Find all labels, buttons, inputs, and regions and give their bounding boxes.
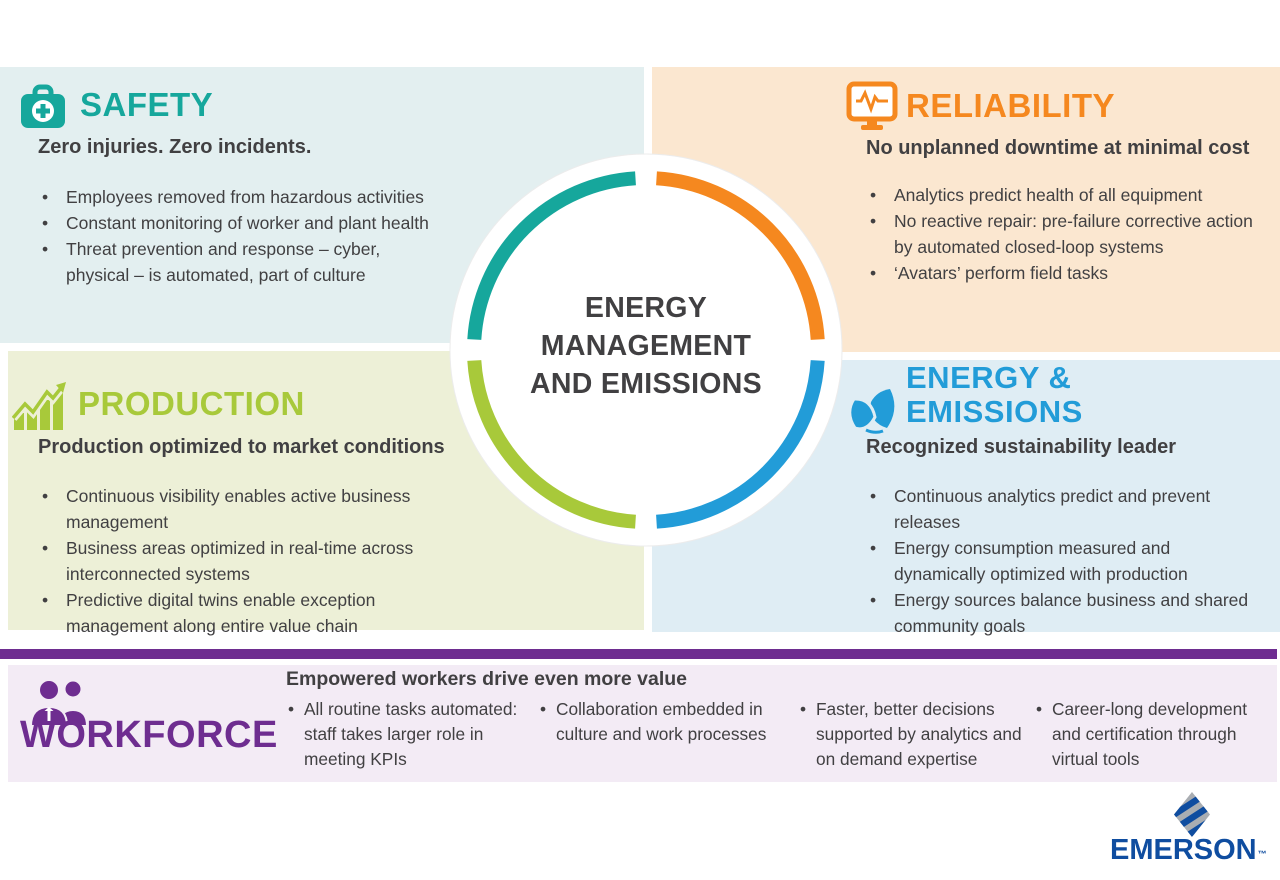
bullet-marker: •: [42, 538, 49, 558]
energy-emissions-bullet-list: • Continuous analytics predict and preven…: [870, 483, 1252, 639]
first-aid-kit-icon: [21, 84, 65, 128]
bullet-marker: •: [870, 185, 877, 205]
list-item: • Employees removed from hazardous activi…: [42, 184, 446, 210]
monitor-pulse-icon: [846, 81, 898, 130]
bullet-text: Employees removed from hazardous activit…: [66, 187, 424, 207]
bullet-marker: •: [42, 213, 49, 233]
workforce-bullet-3: • Faster, better decisions supported by a…: [800, 697, 1026, 772]
bullet-marker: •: [42, 187, 49, 207]
workforce-bullet-1: • All routine tasks automated: staff take…: [288, 697, 542, 772]
energy-title-line1: ENERGY &: [906, 360, 1072, 395]
center-circle-ring: [449, 153, 843, 547]
workforce-bullet-4: • Career-long development and certificati…: [1036, 697, 1257, 772]
bullet-text: ‘Avatars’ perform field tasks: [894, 263, 1108, 283]
people-icon: [29, 679, 89, 726]
bullet-text: Faster, better decisions supported by an…: [816, 699, 1022, 769]
center-circle: ENERGY MANAGEMENT AND EMISSIONS: [446, 150, 846, 550]
safety-bullet-list: • Employees removed from hazardous activi…: [42, 184, 446, 288]
list-item: • Continuous visibility enables active bu…: [42, 483, 472, 535]
ring-arc-production: [467, 360, 636, 529]
bullet-marker: •: [42, 486, 49, 506]
ring-arc-energy: [656, 360, 825, 529]
production-heading: Production optimized to market condition…: [38, 436, 445, 458]
bullet-marker: •: [870, 486, 877, 506]
emerson-text: EMERSON: [1110, 834, 1257, 866]
bullet-marker: •: [870, 263, 877, 283]
safety-title: SAFETY: [80, 86, 214, 123]
reliability-heading: No unplanned downtime at minimal cost: [866, 137, 1250, 159]
bullet-text: Energy consumption measured and dynamica…: [894, 538, 1188, 584]
trademark-symbol: ™: [1257, 849, 1267, 859]
list-item: • Business areas optimized in real-time a…: [42, 535, 472, 587]
workforce-bullet-2: • Collaboration embedded in culture and w…: [540, 697, 781, 747]
bullet-text: Continuous visibility enables active bus…: [66, 486, 411, 532]
center-title: ENERGY MANAGEMENT AND EMISSIONS: [446, 150, 846, 550]
list-item: • No reactive repair: pre-failure correct…: [870, 208, 1275, 260]
bullet-marker: •: [800, 699, 807, 719]
bullet-text: Threat prevention and response – cyber, …: [66, 239, 381, 285]
list-item: • Threat prevention and response – cyber,…: [42, 236, 446, 288]
energy-emissions-heading: Recognized sustainability leader: [866, 436, 1177, 458]
bullet-text: Constant monitoring of worker and plant …: [66, 213, 429, 233]
reliability-bullet-list: • Analytics predict health of all equipme…: [870, 182, 1275, 286]
workforce-title: WORKFORCE: [20, 714, 278, 756]
emerson-logo: EMERSON™: [1108, 790, 1280, 870]
ring-arc-reliability: [656, 171, 825, 340]
list-item: • Continuous analytics predict and preven…: [870, 483, 1252, 535]
production-bullet-list: • Continuous visibility enables active bu…: [42, 483, 472, 639]
emerson-wordmark: EMERSON™: [1110, 834, 1267, 867]
bullet-text: Analytics predict health of all equipmen…: [894, 185, 1203, 205]
workforce-heading: Empowered workers drive even more value: [286, 668, 688, 690]
list-item: • Constant monitoring of worker and plant…: [42, 210, 446, 236]
bullet-text: Career-long development and certificatio…: [1052, 699, 1248, 769]
center-title-line3: AND EMISSIONS: [530, 368, 762, 400]
list-item: • ‘Avatars’ perform field tasks: [870, 260, 1275, 286]
production-title: PRODUCTION: [78, 385, 305, 422]
bullet-marker: •: [42, 239, 49, 259]
list-item: • Predictive digital twins enable excepti…: [42, 587, 472, 639]
list-item: • Energy sources balance business and sha…: [870, 587, 1252, 639]
bullet-marker: •: [870, 538, 877, 558]
bullet-marker: •: [42, 590, 49, 610]
bullet-marker: •: [540, 699, 547, 719]
bullet-marker: •: [288, 699, 295, 719]
bullet-text: No reactive repair: pre-failure correcti…: [894, 211, 1253, 257]
bullet-text: All routine tasks automated: staff takes…: [304, 699, 518, 769]
bullet-text: Predictive digital twins enable exceptio…: [66, 590, 376, 636]
center-title-line1: ENERGY: [584, 292, 708, 324]
reliability-title: RELIABILITY: [906, 87, 1115, 124]
bullet-text: Business areas optimized in real-time ac…: [66, 538, 414, 584]
bullet-marker: •: [1036, 699, 1043, 719]
list-item: • Energy consumption measured and dynamic…: [870, 535, 1252, 587]
bullet-marker: •: [870, 211, 877, 231]
bullet-text: Collaboration embedded in culture and wo…: [556, 699, 767, 744]
bar-chart-growth-icon: [12, 382, 66, 430]
energy-emissions-title: ENERGY & EMISSIONS: [906, 361, 1083, 429]
emerson-diamond-icon: [1174, 792, 1210, 837]
bullet-text: Energy sources balance business and shar…: [894, 590, 1249, 636]
workforce-accent-bar: [0, 649, 1277, 659]
workforce-band: WORKFORCE Empowered workers drive even m…: [8, 665, 1277, 782]
bullet-marker: •: [870, 590, 877, 610]
list-item: • Analytics predict health of all equipme…: [870, 182, 1275, 208]
leaves-icon: [848, 389, 895, 434]
ring-arc-safety: [467, 171, 636, 340]
center-title-line2: MANAGEMENT: [540, 330, 752, 362]
bullet-text: Continuous analytics predict and prevent…: [894, 486, 1211, 532]
safety-heading: Zero injuries. Zero incidents.: [38, 136, 312, 158]
energy-title-line2: EMISSIONS: [906, 394, 1083, 429]
